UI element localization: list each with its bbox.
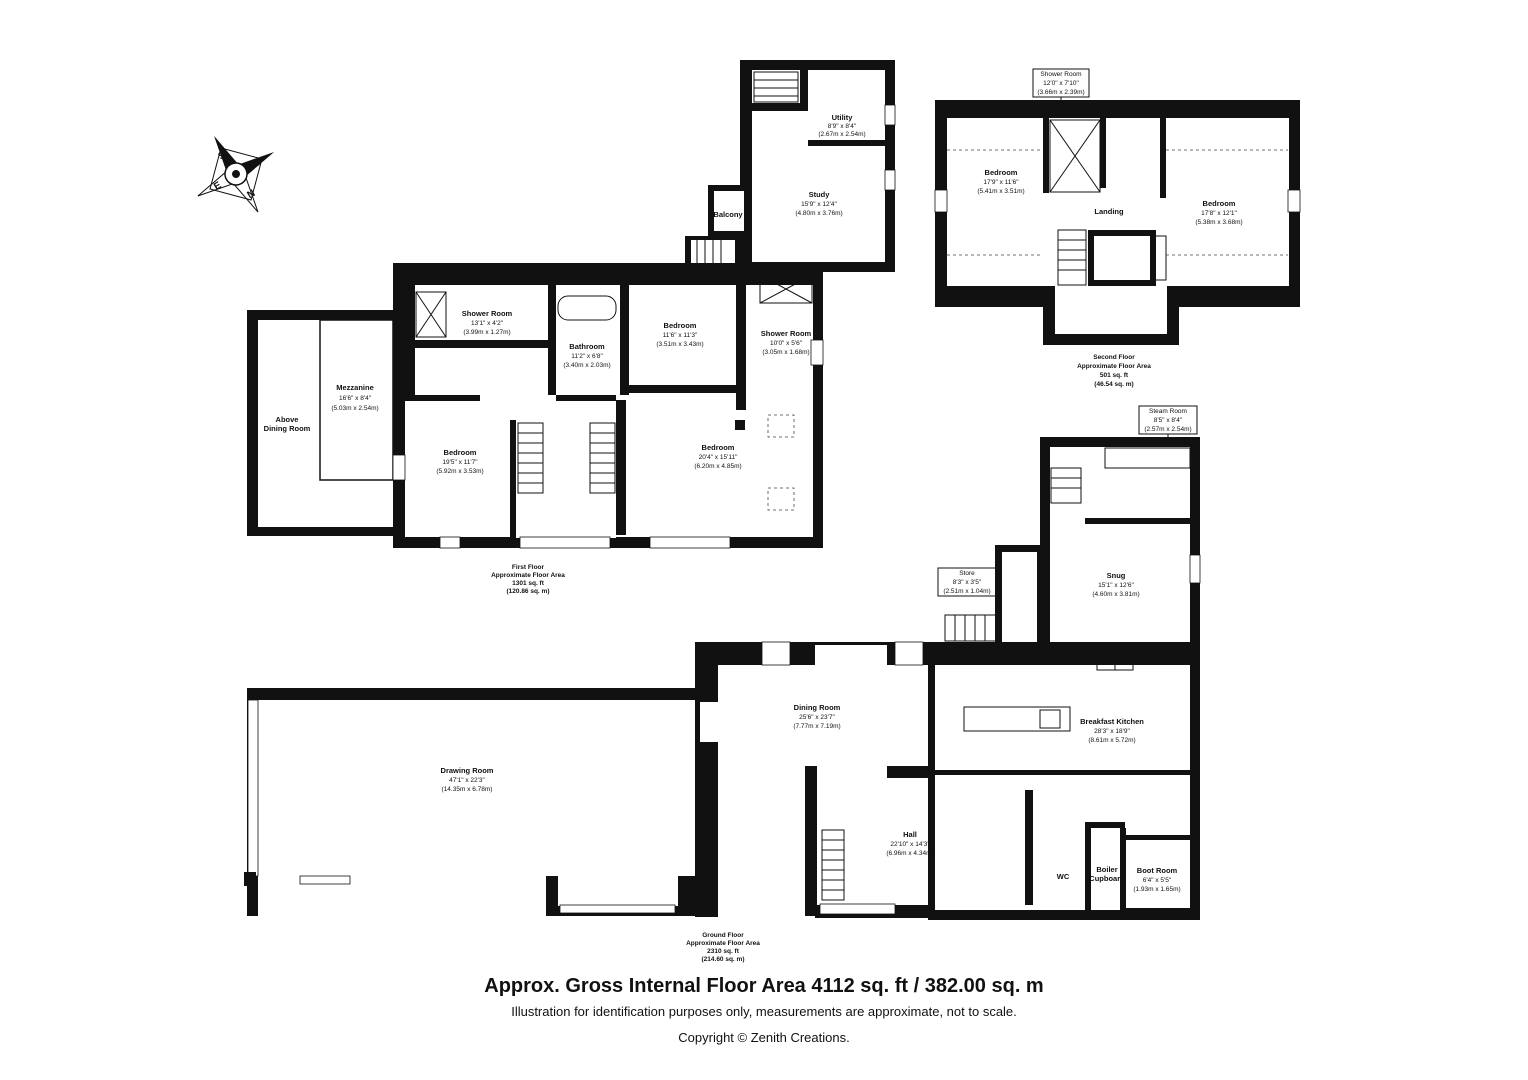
bedroom-b-name: Bedroom xyxy=(664,321,697,330)
compass-letter-e: E xyxy=(212,180,224,193)
shower-a-dims-imperial: 13'1" x 4'2" xyxy=(471,320,504,327)
hall-dims-imperial: 22'10" x 14'3" xyxy=(890,841,930,848)
sf-bedroom-r-dims-imperial: 17'8" x 12'1" xyxy=(1201,210,1237,217)
shower-a-dims-metric: (3.99m x 1.27m) xyxy=(463,329,510,336)
bathroom-dims-imperial: 11'2" x 6'8" xyxy=(571,353,603,360)
second-floor-label-3: 501 sq. ft xyxy=(1100,372,1129,379)
second-floor-label-2: Approximate Floor Area xyxy=(1077,363,1151,370)
hall-dims-metric: (6.96m x 4.34m) xyxy=(886,850,933,857)
utility-name: Utility xyxy=(832,113,854,122)
boiler-name-2: Cupboard xyxy=(1089,874,1125,883)
sf-bedroom-r-dims-metric: (5.38m x 3.68m) xyxy=(1195,219,1242,226)
steam-room-dims-imperial: 8'5" x 8'4" xyxy=(1154,417,1183,424)
bedroom-c-dims-metric: (6.20m x 4.85m) xyxy=(694,463,741,470)
boot-room-dims-metric: (1.93m x 1.65m) xyxy=(1133,886,1180,893)
sf-bedroom-l-dims-imperial: 17'9" x 11'6" xyxy=(983,179,1019,186)
bedroom-a-dims-imperial: 19'5" x 11'7" xyxy=(442,459,478,466)
shower-b-dims-metric: (3.05m x 1.68m) xyxy=(762,349,809,356)
study-name: Study xyxy=(809,190,831,199)
utility-dims-metric: (2.67m x 2.54m) xyxy=(818,131,865,138)
store-dims-imperial: 8'3" x 3'5" xyxy=(953,579,982,586)
compass-letter-s: S xyxy=(217,149,229,162)
drawing-room-name: Drawing Room xyxy=(441,766,494,775)
snug-dims-metric: (4.60m x 3.81m) xyxy=(1092,591,1139,598)
ground-floor-plan: OV OV Drawing Room 47'1" x 22'3" (14.35m… xyxy=(244,405,1201,963)
bedroom-b-dims-imperial: 11'6" x 11'3" xyxy=(663,332,698,339)
bedroom-c-dims-imperial: 20'4" x 15'11" xyxy=(699,454,738,461)
compass-letter-n: N xyxy=(245,188,257,201)
sf-bedroom-l-name: Bedroom xyxy=(985,168,1018,177)
drawing-room-dims-imperial: 47'1" x 22'3" xyxy=(449,777,485,784)
first-floor-label-1: First Floor xyxy=(512,564,545,571)
dining-room-dims-imperial: 25'6" x 23'7" xyxy=(799,714,835,721)
bedroom-a-name: Bedroom xyxy=(444,448,477,457)
steam-room-name: Steam Room xyxy=(1149,408,1187,415)
breakfast-kitchen-dims-imperial: 28'3" x 18'9" xyxy=(1094,728,1130,735)
bathroom-dims-metric: (3.40m x 2.03m) xyxy=(563,362,610,369)
above-dining-label-2: Dining Room xyxy=(264,424,311,433)
second-floor-plan: Shower Room 12'0" x 7'10" (3.66m x 2.39m… xyxy=(934,68,1301,388)
bathroom-name: Bathroom xyxy=(569,342,605,351)
sf-bedroom-l-dims-metric: (5.41m x 3.51m) xyxy=(977,188,1024,195)
sf-landing-name: Landing xyxy=(1094,207,1124,216)
shower-b-dims-imperial: 10'0" x 5'6" xyxy=(770,340,803,347)
bedroom-a-dims-metric: (5.92m x 3.53m) xyxy=(436,468,483,475)
compass-rose: S W N E xyxy=(197,135,275,213)
mezzanine-name: Mezzanine xyxy=(336,383,374,392)
store-dims-metric: (2.51m x 1.04m) xyxy=(943,588,990,595)
ov-1-label: OV xyxy=(1101,659,1111,666)
bedroom-c-name: Bedroom xyxy=(702,443,735,452)
ground-floor-label-2: Approximate Floor Area xyxy=(686,940,760,947)
copyright-text: Copyright © Zenith Creations. xyxy=(678,1030,850,1045)
wc-name: WC xyxy=(1057,872,1070,881)
first-floor-label-2: Approximate Floor Area xyxy=(491,572,565,579)
bedroom-b-dims-metric: (3.51m x 3.43m) xyxy=(656,341,703,348)
shower-a-name: Shower Room xyxy=(462,309,513,318)
utility-dims-imperial: 8'9" x 8'4" xyxy=(828,123,857,130)
first-floor-label-4: (120.86 sq. m) xyxy=(507,588,550,595)
ground-floor-label-4: (214.60 sq. m) xyxy=(702,956,745,963)
second-floor-label-1: Second Floor xyxy=(1093,354,1135,361)
sf-shower-dims-imperial: 12'0" x 7'10" xyxy=(1043,80,1079,87)
gross-area-headline: Approx. Gross Internal Floor Area 4112 s… xyxy=(484,975,1044,997)
second-floor-label-4: (46.54 sq. m) xyxy=(1094,381,1133,388)
dining-room-name: Dining Room xyxy=(794,703,841,712)
snug-dims-imperial: 15'1" x 12'6" xyxy=(1098,582,1134,589)
ov-2-label: OV xyxy=(1119,659,1129,666)
study-dims-imperial: 15'9" x 12'4" xyxy=(801,201,837,208)
first-floor-label-3: 1301 sq. ft xyxy=(512,580,545,587)
disclaimer-text: Illustration for identification purposes… xyxy=(511,1004,1017,1019)
shower-b-name: Shower Room xyxy=(761,329,812,338)
boiler-name-1: Boiler xyxy=(1096,865,1117,874)
sf-bedroom-r-name: Bedroom xyxy=(1203,199,1236,208)
ground-floor-label-3: 2310 sq. ft xyxy=(707,948,740,955)
mezzanine-dims-imperial: 16'6" x 8'4" xyxy=(339,395,372,402)
boot-room-name: Boot Room xyxy=(1137,866,1178,875)
sf-shower-name: Shower Room xyxy=(1040,71,1081,78)
ground-floor-label-1: Ground Floor xyxy=(702,932,744,939)
drawing-room-dims-metric: (14.35m x 6.78m) xyxy=(442,786,493,793)
balcony-name: Balcony xyxy=(713,210,743,219)
study-dims-metric: (4.80m x 3.76m) xyxy=(795,210,842,217)
hall-name: Hall xyxy=(903,830,917,839)
breakfast-kitchen-dims-metric: (8.61m x 5.72m) xyxy=(1088,737,1135,744)
steam-room-dims-metric: (2.57m x 2.54m) xyxy=(1144,426,1191,433)
dining-room-dims-metric: (7.77m x 7.19m) xyxy=(793,723,840,730)
mezzanine-dims-metric: (5.03m x 2.54m) xyxy=(331,405,378,412)
first-floor-plan: Above Dining Room Mezzanine 16'6" x 8'4"… xyxy=(247,60,896,595)
sf-shower-dims-metric: (3.66m x 2.39m) xyxy=(1037,89,1084,96)
snug-name: Snug xyxy=(1107,571,1126,580)
above-dining-label-1: Above xyxy=(276,415,299,424)
breakfast-kitchen-name: Breakfast Kitchen xyxy=(1080,717,1144,726)
boot-room-dims-imperial: 6'4" x 5'5" xyxy=(1143,877,1172,884)
store-name: Store xyxy=(959,570,975,577)
